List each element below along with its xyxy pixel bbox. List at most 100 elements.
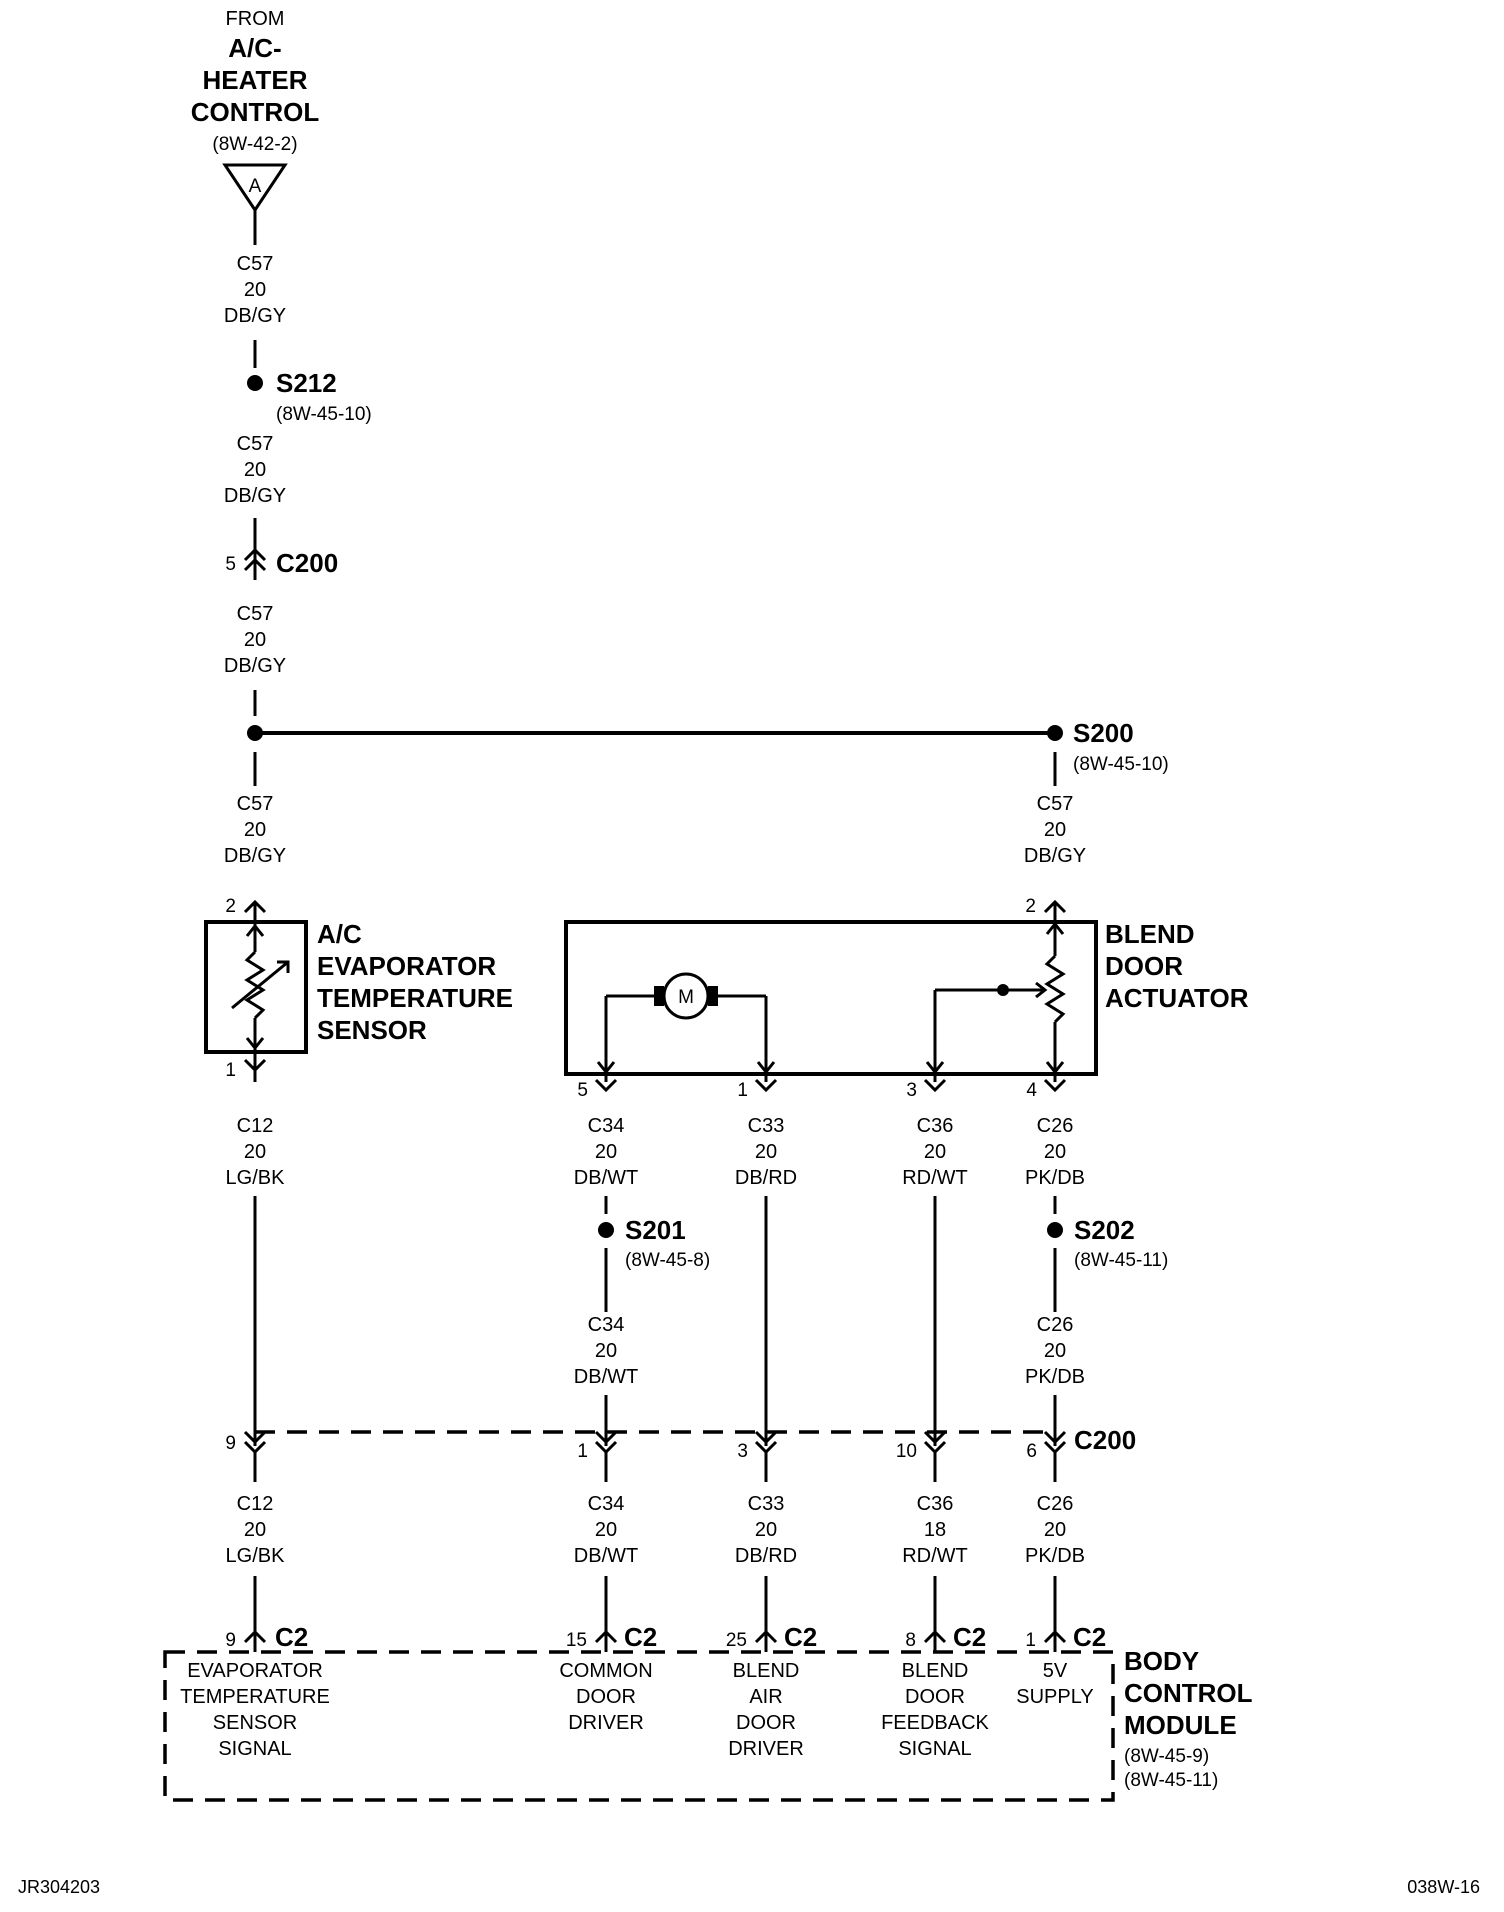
wire-label-c12-lower: C12 20 LG/BK — [226, 1493, 286, 1567]
potentiometer-icon — [1044, 954, 1066, 1024]
wire-color: DB/RD — [735, 1545, 797, 1567]
wire-label-c57-top: C57 20 DB/GY — [224, 253, 286, 327]
wire-gauge: 20 — [595, 1340, 617, 1362]
wire-label-c33-upper: C33 20 DB/RD — [735, 1115, 797, 1189]
splice-name: S201 — [625, 1215, 686, 1245]
splice-dot-icon — [598, 1222, 614, 1238]
sensor-label-line-3: TEMPERATURE — [317, 983, 513, 1013]
wire-label-c57-after-c200: C57 20 DB/GY — [224, 603, 286, 677]
wire-label-c57-after-s212: C57 20 DB/GY — [224, 433, 286, 507]
pin-number: 9 — [225, 1433, 236, 1454]
figure-id-left: JR304203 — [18, 1877, 100, 1897]
blend-door-actuator: BLEND DOOR ACTUATOR 2 M 5 — [564, 896, 1249, 1101]
pin-number: 1 — [225, 1060, 236, 1081]
connector-chevron-icon — [594, 1430, 618, 1445]
bcm-circuit-blend-air-door-driver: BLEND AIR DOOR DRIVER — [728, 1660, 804, 1760]
wire-color: DB/GY — [224, 655, 286, 677]
wire-gauge: 20 — [1044, 1340, 1066, 1362]
pin-number: 25 — [726, 1630, 747, 1651]
svg-text:DOOR: DOOR — [736, 1712, 796, 1734]
pin-number: 5 — [225, 554, 236, 575]
body-control-module: BODY CONTROL MODULE (8W-45-9) (8W-45-11)… — [163, 1646, 1253, 1802]
wire-color: DB/GY — [224, 305, 286, 327]
circuit-id: C57 — [237, 253, 274, 275]
circuit-id: C12 — [237, 1115, 274, 1137]
splice-s202: S202 (8W-45-11) — [1047, 1215, 1168, 1271]
motor-label: M — [678, 987, 694, 1008]
wire-color: DB/GY — [1024, 845, 1086, 867]
svg-text:BLEND: BLEND — [733, 1660, 800, 1682]
circuit-id: C34 — [588, 1493, 625, 1515]
connector-chevron-icon — [243, 557, 267, 572]
arrow-icon — [1045, 921, 1065, 935]
actuator-label-line-1: BLEND — [1105, 919, 1195, 949]
svg-text:TEMPERATURE: TEMPERATURE — [180, 1686, 330, 1708]
wire-gauge: 20 — [595, 1141, 617, 1163]
wire-label-c12-upper: C12 20 LG/BK — [226, 1115, 286, 1189]
connector-chevron-icon — [243, 1430, 267, 1445]
actuator-label-line-2: DOOR — [1105, 951, 1183, 981]
sensor-label-line-1: A/C — [317, 919, 362, 949]
wire-color: LG/BK — [226, 1545, 286, 1567]
svg-text:FEEDBACK: FEEDBACK — [881, 1712, 989, 1734]
pin-number: 10 — [896, 1441, 917, 1462]
wire-color: DB/WT — [574, 1366, 638, 1388]
bcm-label-line-1: BODY — [1124, 1646, 1199, 1676]
connector-triangle-icon — [222, 163, 288, 213]
actuator-label-line-3: ACTUATOR — [1105, 983, 1249, 1013]
wire-gauge: 20 — [1044, 1519, 1066, 1541]
arrow-icon — [245, 923, 265, 937]
svg-text:EVAPORATOR: EVAPORATOR — [187, 1660, 323, 1682]
connector-name: C2 — [1073, 1622, 1106, 1652]
circuit-id: C26 — [1037, 1115, 1074, 1137]
wire-gauge: 20 — [755, 1141, 777, 1163]
wire-color: PK/DB — [1025, 1545, 1085, 1567]
circuit-id: C33 — [748, 1115, 785, 1137]
bcm-circuit-evap-signal: EVAPORATOR TEMPERATURE SENSOR SIGNAL — [180, 1660, 330, 1760]
splice-ref: (8W-45-11) — [1074, 1250, 1168, 1271]
wire-label-c26-mid: C26 20 PK/DB — [1025, 1314, 1085, 1388]
wire-label-c36-upper: C36 20 RD/WT — [902, 1115, 968, 1189]
splice-ref: (8W-45-8) — [625, 1250, 710, 1271]
splice-ref: (8W-45-10) — [276, 404, 372, 425]
splice-name: S212 — [276, 368, 337, 398]
arrow-icon — [245, 1037, 265, 1051]
bcm-circuit-5v-supply: 5V SUPPLY — [1016, 1660, 1093, 1708]
wire-gauge: 20 — [595, 1519, 617, 1541]
pin-number: 1 — [737, 1080, 748, 1101]
arrow-icon — [1045, 1061, 1065, 1075]
bcm-dashed-outline — [163, 1650, 1115, 1802]
sensor-label-line-2: EVAPORATOR — [317, 951, 496, 981]
pin-number: 1 — [577, 1441, 588, 1462]
pin-number: 9 — [225, 1630, 236, 1651]
pin-number: 3 — [906, 1080, 917, 1101]
wire-label-c57-right: C57 20 DB/GY — [1024, 793, 1086, 867]
svg-text:AIR: AIR — [749, 1686, 782, 1708]
motor-brush — [654, 986, 664, 1006]
connector-name: C200 — [1074, 1425, 1136, 1455]
pin-number: 15 — [566, 1630, 587, 1651]
connector-name: C2 — [275, 1622, 308, 1652]
figure-id-right: 038W-16 — [1407, 1877, 1480, 1897]
arrow-icon — [596, 1061, 616, 1075]
splice-dot-icon — [1047, 1222, 1063, 1238]
circuit-id: C57 — [237, 603, 274, 625]
source-name-line-3: CONTROL — [191, 97, 320, 127]
circuit-id: C12 — [237, 1493, 274, 1515]
splice-dot-icon — [1047, 725, 1063, 741]
circuit-id: C33 — [748, 1493, 785, 1515]
wire-color: PK/DB — [1025, 1167, 1085, 1189]
wiper-arrow-icon — [1035, 981, 1048, 999]
connector-letter: A — [249, 176, 262, 197]
wire-color: PK/DB — [1025, 1366, 1085, 1388]
wire-gauge: 18 — [924, 1519, 946, 1541]
circuit-id: C34 — [588, 1314, 625, 1336]
circuit-id: C57 — [1037, 793, 1074, 815]
circuit-id: C26 — [1037, 1493, 1074, 1515]
wire-color: DB/GY — [224, 845, 286, 867]
evaporator-temperature-sensor: 2 A/C EVAPORATOR TEMPERATURE SENSOR 1 — [204, 896, 513, 1082]
sensor-label-line-4: SENSOR — [317, 1015, 427, 1045]
bcm-circuit-blend-door-feedback: BLEND DOOR FEEDBACK SIGNAL — [881, 1660, 989, 1760]
splice-s212: S212 (8W-45-10) — [247, 368, 372, 425]
